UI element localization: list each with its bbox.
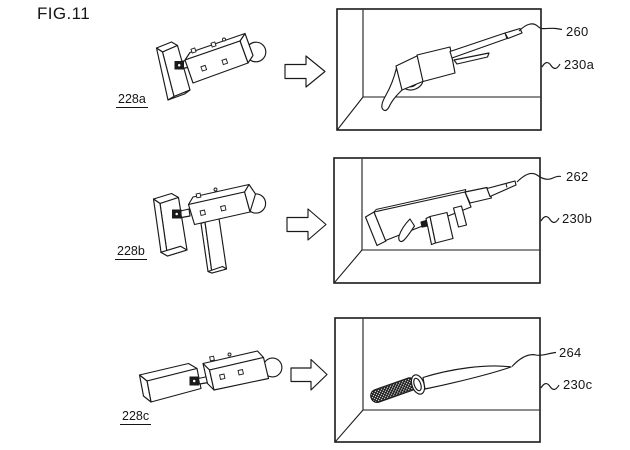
device-label-228b: 228b: [115, 244, 147, 260]
leader-line-262: [516, 172, 562, 183]
rifle-drawing: [364, 180, 517, 247]
leader-squiggle-230a: [541, 62, 561, 69]
ref-label-230a: 230a: [564, 57, 595, 72]
leader-line-264: [511, 351, 557, 367]
arrow-icon: [284, 55, 326, 88]
device-label-228a: 228a: [116, 92, 148, 108]
shotgun-drawing: [381, 27, 523, 112]
ref-label-230b: 230b: [562, 211, 593, 226]
arrow-icon: [290, 358, 328, 391]
leader-squiggle-230c: [540, 383, 560, 390]
device-label-228c: 228c: [120, 409, 152, 425]
screen-box-230b: [333, 157, 562, 284]
leader-squiggle-230b: [540, 216, 560, 223]
ref-label-260: 260: [566, 24, 589, 39]
arrow-icon: [286, 208, 327, 241]
ref-label-230c: 230c: [563, 377, 593, 392]
device-drawing-228a: [155, 32, 267, 101]
screen-box-230a: [336, 8, 563, 131]
ref-label-264: 264: [559, 345, 582, 360]
leader-line-260: [518, 23, 563, 32]
ref-label-262: 262: [566, 169, 589, 184]
screen-box-230c: [334, 317, 560, 443]
figure-title: FIG.11: [37, 4, 91, 23]
device-drawing-228b: [152, 183, 267, 274]
device-drawing-228c: [138, 350, 283, 403]
dagger-drawing: [370, 365, 512, 403]
